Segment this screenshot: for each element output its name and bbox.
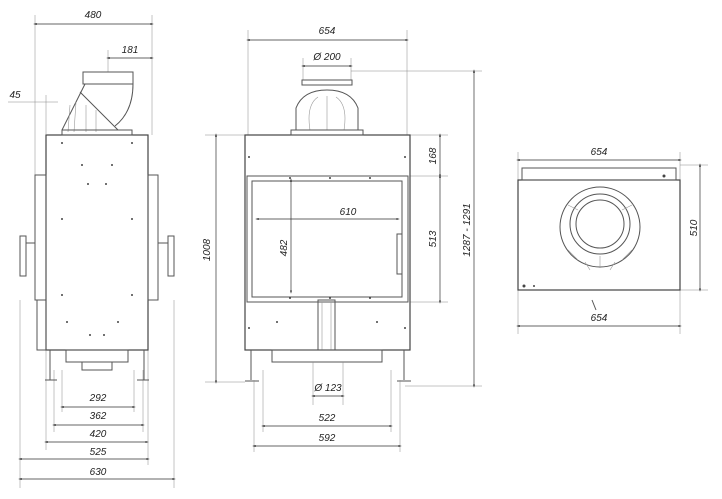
flue-opening: [575, 199, 625, 249]
door-frame: [246, 175, 409, 303]
dim-168: 168: [428, 147, 439, 164]
dim-air-inlet-diameter: Ø 123: [313, 383, 342, 394]
dim-610: 610: [340, 207, 357, 218]
top-view: 654 654 510: [516, 147, 708, 334]
dim-592: 592: [319, 433, 336, 444]
dim-45: 45: [9, 90, 21, 101]
dim-292: 292: [89, 393, 107, 404]
dim-482: 482: [279, 239, 290, 256]
front-body: [244, 134, 411, 351]
front-view: 654 Ø 200 610 482 168 513 1287 - 1291 Ø …: [244, 26, 482, 452]
dim-181: 181: [122, 45, 139, 56]
dim-420: 420: [90, 429, 107, 440]
dim-654-top: 654: [591, 147, 608, 158]
dim-513: 513: [428, 230, 439, 247]
dim-525: 525: [90, 447, 107, 458]
dim-654-bottom: 654: [591, 313, 608, 324]
side-flue-collar: [82, 71, 134, 85]
door-handle[interactable]: [396, 233, 403, 275]
dim-654-front: 654: [319, 26, 336, 37]
top-body: [517, 179, 681, 291]
dim-522: 522: [319, 413, 336, 424]
dim-total-height: 1287 - 1291: [462, 203, 473, 256]
side-view: 480 181 45 292 362 420 525 630 1008: [8, 10, 245, 488]
side-body: [45, 134, 149, 351]
dim-510: 510: [689, 219, 700, 236]
dim-480: 480: [85, 10, 102, 21]
dim-630: 630: [90, 467, 107, 478]
dim-362: 362: [90, 411, 107, 422]
dim-1008: 1008: [202, 238, 213, 261]
dim-flue-diameter: Ø 200: [312, 52, 341, 63]
front-flue-collar: [301, 79, 353, 86]
